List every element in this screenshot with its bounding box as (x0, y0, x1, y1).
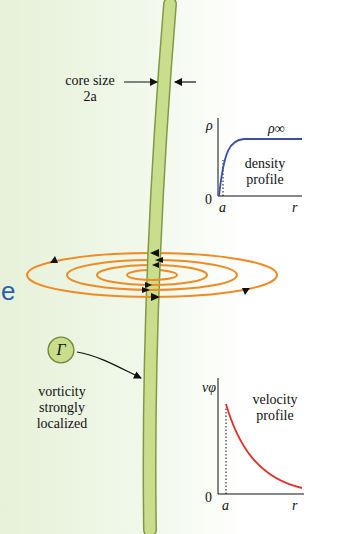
axis-value: ρ∞ (268, 121, 285, 137)
plot-title: velocity profile (244, 392, 306, 424)
vortex-tube-outline (150, 4, 170, 530)
axis-zero: 0 (205, 192, 212, 208)
axis-tick: a (219, 200, 226, 216)
axis-symbol: vφ (202, 380, 216, 396)
leader-arrow (77, 352, 141, 378)
axis-symbol: ρ (206, 118, 213, 134)
circle-text-holder: Γ (47, 336, 75, 364)
slide-fragment: e (1, 276, 15, 306)
plot-title: density profile (234, 156, 296, 188)
vortex-tube (150, 4, 170, 530)
axis-symbol: r (292, 498, 297, 514)
callout-note: vorticity strongly localized (22, 384, 102, 432)
circulation-symbol: Γ (56, 341, 65, 359)
axis-tick: a (222, 498, 229, 514)
swirl-arrowheads (50, 249, 250, 301)
density-plot (218, 118, 302, 196)
axis-symbol: r (292, 200, 297, 216)
core-size-label: core size 2a (58, 73, 122, 105)
axis-zero: 0 (205, 490, 212, 506)
circulation-circle: Γ (47, 336, 75, 364)
core-size-arrow (124, 81, 157, 82)
core-size-arrow (175, 81, 196, 82)
